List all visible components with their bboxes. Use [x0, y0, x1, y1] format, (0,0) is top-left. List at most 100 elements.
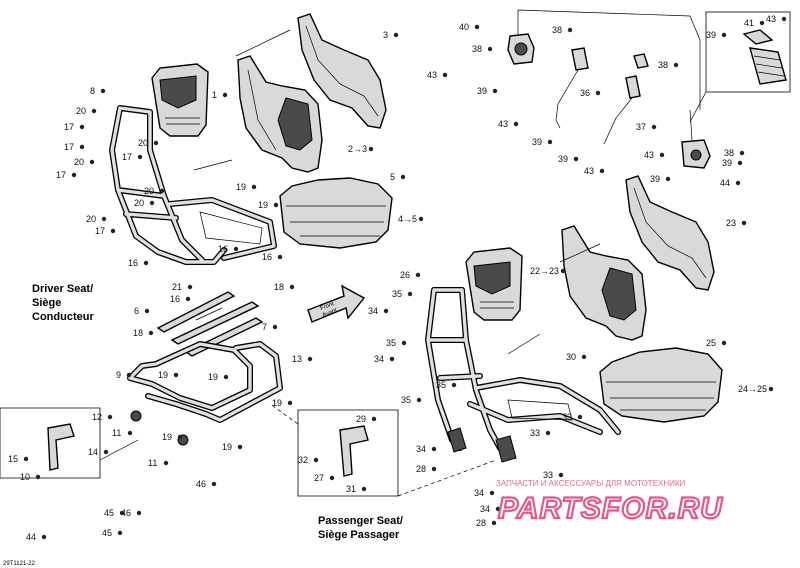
fastener-icon: [389, 356, 395, 362]
fastener-icon: [595, 90, 601, 96]
fastener-icon: [173, 372, 179, 378]
fastener-icon: [737, 160, 743, 166]
fastener-icon: [71, 172, 77, 178]
fastener-icon: [491, 520, 497, 526]
callout-label: 28: [476, 518, 486, 528]
fastener-icon: [187, 284, 193, 290]
fastener-icon: [101, 216, 107, 222]
callout-label: 41: [744, 18, 754, 28]
callout-label: 14: [88, 447, 98, 457]
callout-label: 21: [172, 282, 182, 292]
callout-label: 20: [144, 186, 154, 196]
fastener-icon: [144, 308, 150, 314]
callout-label: 33: [543, 470, 553, 480]
callout-label: 11: [112, 428, 121, 438]
fastener-icon: [673, 62, 679, 68]
fastener-icon: [313, 457, 319, 463]
callout-label: 17: [95, 226, 105, 236]
callout-label: 10: [20, 472, 30, 482]
callout-label: 39: [722, 158, 732, 168]
callout-label: 37: [636, 122, 646, 132]
callout-label: 20: [76, 106, 86, 116]
fastener-icon: [759, 20, 765, 26]
callout-label: 34: [368, 306, 378, 316]
callout-label: 39: [477, 86, 487, 96]
front-arrow-label-1: Front: [320, 301, 336, 312]
callout-label: 38: [552, 25, 562, 35]
seat-belt-parts: [507, 9, 791, 169]
fastener-icon: [126, 372, 132, 378]
callout-label: 18: [274, 282, 284, 292]
callout-label: 19: [208, 372, 218, 382]
callout-label: 12: [92, 412, 102, 422]
callout-label: 44: [26, 532, 36, 542]
seat-back-cover-passenger: [625, 175, 715, 291]
callout-label: 19: [258, 200, 268, 210]
callout-label: 43: [427, 70, 437, 80]
fastener-icon: [79, 124, 85, 130]
callout-label: 27: [314, 473, 324, 483]
callout-label: 20: [134, 198, 144, 208]
callout-label: 18: [133, 328, 143, 338]
fastener-icon: [89, 159, 95, 165]
fastener-icon: [273, 202, 279, 208]
fastener-icon: [659, 152, 665, 158]
fastener-icon: [223, 374, 229, 380]
callout-label: 38: [724, 148, 734, 158]
fastener-icon: [487, 46, 493, 52]
detail-inset-driver-latch: [0, 407, 139, 479]
assembly-arrows: [193, 29, 601, 355]
seat-base-driver: [127, 341, 283, 446]
fastener-icon: [307, 356, 313, 362]
fastener-icon: [149, 200, 155, 206]
seat-cushion-passenger: [599, 347, 723, 423]
callout-label: 24→25: [738, 384, 767, 394]
callout-label: 19: [236, 182, 246, 192]
fastener-icon: [416, 397, 422, 403]
callout-label: 25: [706, 338, 716, 348]
fastener-icon: [119, 510, 125, 516]
fastener-icon: [23, 456, 29, 462]
driver-title-line-3: Conducteur: [32, 311, 94, 323]
callout-label: 20: [138, 138, 148, 148]
callout-label: 2→3: [348, 144, 367, 154]
fastener-icon: [573, 156, 579, 162]
callout-label: 34: [474, 488, 484, 498]
callout-label: 23: [726, 218, 736, 228]
fastener-icon: [222, 92, 228, 98]
fastener-icon: [547, 139, 553, 145]
detail-inset-passenger-latch: [269, 403, 497, 497]
callout-label: 33: [530, 428, 540, 438]
fastener-icon: [567, 27, 573, 33]
callout-label: 17: [56, 170, 66, 180]
callout-label: 32: [298, 455, 308, 465]
callout-label: 35: [392, 289, 402, 299]
fastener-icon: [581, 354, 587, 360]
callout-label: 35: [386, 338, 396, 348]
fastener-icon: [137, 154, 143, 160]
fastener-icon: [665, 176, 671, 182]
callout-label: 35: [401, 395, 411, 405]
fastener-icon: [185, 296, 191, 302]
callout-label: 44: [720, 178, 730, 188]
callout-label: 6: [134, 306, 139, 316]
fastener-icon: [781, 16, 787, 22]
fastener-icon: [442, 72, 448, 78]
fastener-icon: [735, 180, 741, 186]
callout-label: 11: [148, 458, 157, 468]
callout-label: 36: [580, 88, 590, 98]
callout-label: 5: [390, 172, 395, 182]
fastener-icon: [651, 124, 657, 130]
callout-label: 9: [116, 370, 121, 380]
seat-back-cover-driver: [297, 13, 387, 129]
fastener-icon: [415, 272, 421, 278]
fastener-icon: [407, 291, 413, 297]
fastener-icon: [545, 430, 551, 436]
fastener-icon: [401, 340, 407, 346]
fastener-icon: [329, 475, 335, 481]
watermark-logo: PARTSFOR.RU: [498, 492, 723, 525]
fastener-icon: [79, 144, 85, 150]
fastener-icon: [451, 382, 457, 388]
fastener-icon: [117, 530, 123, 536]
callout-label: 38: [472, 44, 482, 54]
